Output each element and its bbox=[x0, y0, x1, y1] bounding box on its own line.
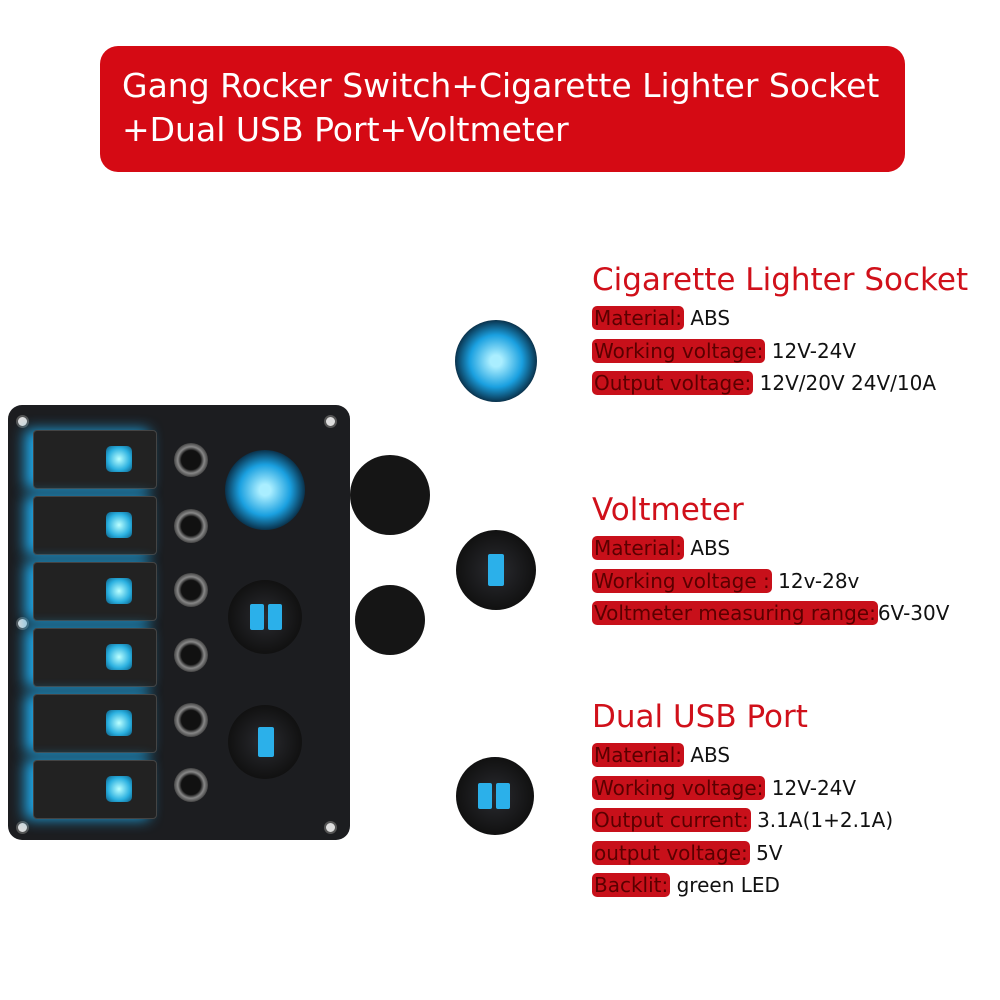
spec-row: Voltmeter measuring range:6V-30V bbox=[592, 601, 950, 625]
spec-row: Material: ABS bbox=[592, 306, 731, 330]
rocker-switch bbox=[33, 562, 157, 621]
fuse-holder bbox=[174, 768, 208, 802]
rocker-switch bbox=[33, 694, 157, 753]
spec-section-usb: Dual USB Port Material: ABS Working volt… bbox=[592, 695, 893, 906]
fuse-holder bbox=[174, 443, 208, 477]
socket-cap bbox=[350, 455, 430, 535]
fuse-holder bbox=[174, 638, 208, 672]
spec-row: Backlit: green LED bbox=[592, 873, 780, 897]
rocker-switch bbox=[33, 496, 157, 555]
spec-section-voltmeter: Voltmeter Material: ABS Working voltage … bbox=[592, 488, 949, 634]
rocker-switch bbox=[33, 430, 157, 489]
usb-port-closeup bbox=[456, 757, 534, 835]
cigarette-socket-closeup bbox=[455, 320, 537, 402]
screw-icon bbox=[324, 821, 337, 834]
section-title: Dual USB Port bbox=[592, 699, 808, 735]
spec-row: Output current: 3.1A(1+2.1A) bbox=[592, 808, 894, 832]
spec-row: Working voltage: 12V-24V bbox=[592, 338, 857, 363]
spec-row: output voltage: 5V bbox=[592, 840, 783, 865]
cigarette-socket bbox=[225, 450, 305, 530]
spec-row: Working voltage: 12V-24V bbox=[592, 775, 857, 800]
title-line-2: +Dual USB Port+Voltmeter bbox=[122, 110, 569, 149]
fuse-holder bbox=[174, 703, 208, 737]
screw-icon bbox=[16, 617, 29, 630]
spec-row: Material: ABS bbox=[592, 536, 731, 560]
rocker-switch bbox=[33, 760, 157, 819]
screw-icon bbox=[16, 821, 29, 834]
spec-section-socket: Cigarette Lighter Socket Material: ABS W… bbox=[592, 258, 968, 404]
section-title: Cigarette Lighter Socket bbox=[592, 262, 969, 298]
title-banner: Gang Rocker Switch+Cigarette Lighter Soc… bbox=[100, 46, 905, 172]
switch-panel-image bbox=[8, 405, 350, 840]
spec-row: Output voltage: 12V/20V 24V/10A bbox=[592, 371, 937, 395]
voltmeter-closeup bbox=[456, 530, 536, 610]
fuse-holder bbox=[174, 509, 208, 543]
fuse-holder bbox=[174, 573, 208, 607]
title-line-1: Gang Rocker Switch+Cigarette Lighter Soc… bbox=[122, 66, 880, 105]
usb-port bbox=[228, 580, 302, 654]
screw-icon bbox=[324, 415, 337, 428]
section-title: Voltmeter bbox=[592, 492, 744, 528]
usb-cap bbox=[355, 585, 425, 655]
voltmeter bbox=[228, 705, 302, 779]
spec-row: Material: ABS bbox=[592, 743, 731, 767]
screw-icon bbox=[16, 415, 29, 428]
rocker-switch bbox=[33, 628, 157, 687]
spec-row: Working voltage : 12v-28v bbox=[592, 568, 860, 593]
